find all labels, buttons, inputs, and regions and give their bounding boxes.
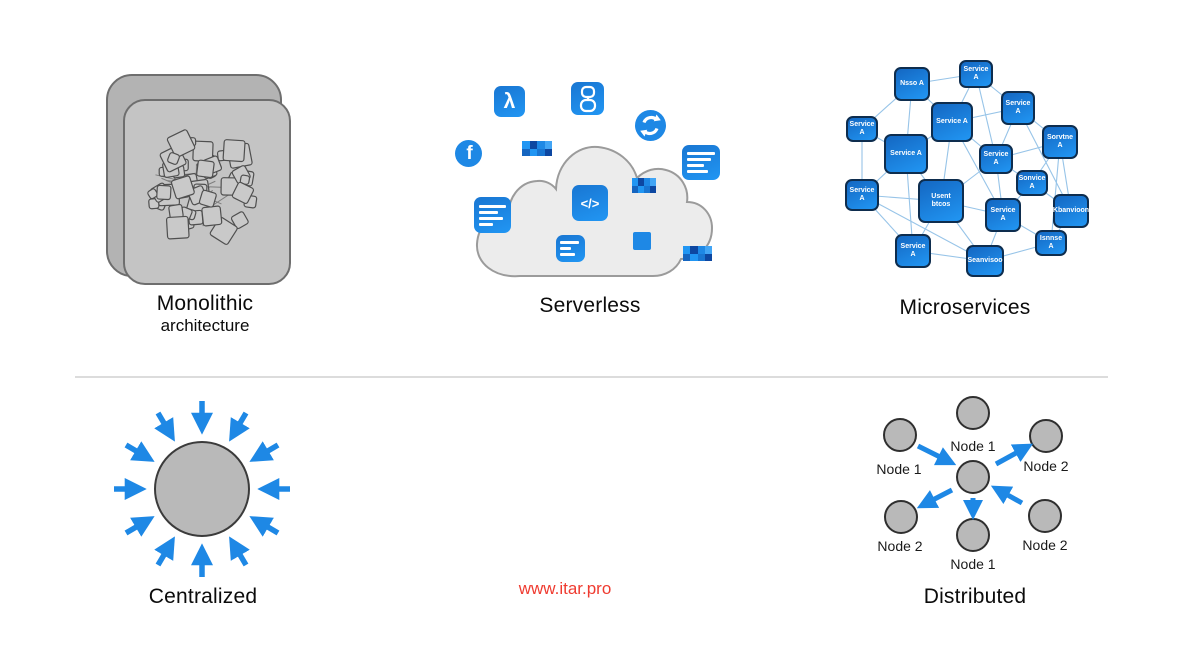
node-circle	[883, 418, 917, 452]
service-node-label: Sorvtne A	[1046, 134, 1074, 149]
service-node: Service A	[985, 198, 1021, 232]
service-node: Service A	[931, 102, 973, 142]
centralized-section: Centralized	[95, 390, 311, 630]
service-node-label: Service A	[1005, 100, 1031, 115]
microservices-section: Nsso A Service A Service A Service A Ser…	[835, 45, 1125, 335]
service-node: Sonvice A	[1016, 170, 1048, 196]
node-label: Node 2	[1023, 458, 1069, 474]
monolithic-section: Monolithic architecture	[95, 60, 315, 340]
pixel-block-icon	[683, 246, 712, 261]
service-node: Isnnse A	[1035, 230, 1067, 256]
distributed-title: Distributed	[923, 585, 1027, 608]
node-circle	[1028, 499, 1062, 533]
pixel-block-icon	[632, 178, 656, 193]
text-lines-glyph	[479, 204, 506, 226]
service-node: Service A	[1001, 91, 1035, 125]
service-node-label: Service A	[990, 207, 1016, 222]
watermark: www.itar.pro	[518, 579, 612, 598]
service-node-label: Service A	[890, 150, 922, 158]
serverless-title: Serverless	[539, 294, 641, 317]
service-node: Seanvisoo	[966, 245, 1004, 277]
service-node: Service A	[959, 60, 993, 88]
service-node-label: Sonvice A	[1018, 175, 1046, 190]
service-node: Nsso A	[894, 67, 930, 101]
blue-square-icon	[633, 232, 651, 250]
node-circle	[956, 518, 990, 552]
service-node: Service A	[884, 134, 928, 174]
text-list-icon-left	[474, 197, 511, 233]
service-node-label: Service A	[900, 243, 926, 258]
code-glyph: </>	[580, 195, 600, 211]
serverless-section: λ f	[440, 70, 740, 330]
node-circle-center	[956, 460, 990, 494]
integration-icon	[571, 82, 604, 115]
node-label: Node 1	[950, 556, 996, 572]
service-node-label: Service A	[983, 151, 1009, 166]
microservices-title: Microservices	[899, 296, 1031, 319]
node-circle	[884, 500, 918, 534]
lambda-icon: λ	[494, 86, 525, 117]
service-node: Service A	[845, 179, 879, 211]
integration-glyph	[579, 85, 597, 113]
service-node-label: Service A	[936, 118, 968, 126]
service-node: Kbanvioon	[1053, 194, 1089, 228]
service-node-label: Usent btcos	[931, 193, 951, 208]
pixel-block-icon	[522, 141, 552, 156]
sync-icon	[635, 110, 666, 141]
node-label: Node 2	[877, 538, 923, 554]
code-icon: </>	[572, 185, 608, 221]
node-circle	[956, 396, 990, 430]
monolithic-subtitle: architecture	[160, 316, 250, 335]
central-hub	[154, 441, 250, 537]
text-lines-glyph	[687, 152, 715, 173]
monolithic-caption: Monolithic architecture	[95, 292, 315, 336]
text-list-icon-right	[682, 145, 720, 180]
service-node: Service A	[846, 116, 878, 142]
node-label: Node 1	[950, 438, 996, 454]
centralized-title: Centralized	[148, 585, 258, 608]
lambda-glyph: λ	[503, 89, 516, 113]
service-node-label: Service A	[849, 187, 875, 202]
facebook-glyph: f	[466, 142, 473, 164]
node-label: Node 1	[876, 461, 922, 477]
service-node: Sorvtne A	[1042, 125, 1078, 159]
service-node-label: Isnnse A	[1039, 235, 1063, 250]
text-list-icon-small	[556, 235, 585, 262]
node-circle	[1029, 419, 1063, 453]
node-label: Node 2	[1022, 537, 1068, 553]
service-node-label: Nsso A	[900, 80, 924, 88]
service-node: Service A	[895, 234, 931, 268]
distributed-diagram	[883, 396, 1063, 552]
service-node: Usent btcos	[918, 179, 964, 223]
service-node-label: Service A	[849, 121, 875, 136]
text-lines-glyph	[560, 241, 581, 256]
divider	[75, 376, 1108, 378]
service-node-label: Service A	[963, 66, 989, 81]
centralized-diagram	[114, 401, 290, 577]
distributed-section: Node 1 Node 1 Node 2 Node 2 Node 1 Node …	[860, 390, 1090, 630]
service-node: Service A	[979, 144, 1013, 174]
monolithic-title: Monolithic	[156, 292, 254, 315]
facebook-icon: f	[455, 140, 482, 167]
monolith-module-cluster-icon	[147, 129, 258, 245]
service-node-label: Seanvisoo	[967, 257, 1003, 265]
service-node-label: Kbanvioon	[1052, 207, 1090, 215]
